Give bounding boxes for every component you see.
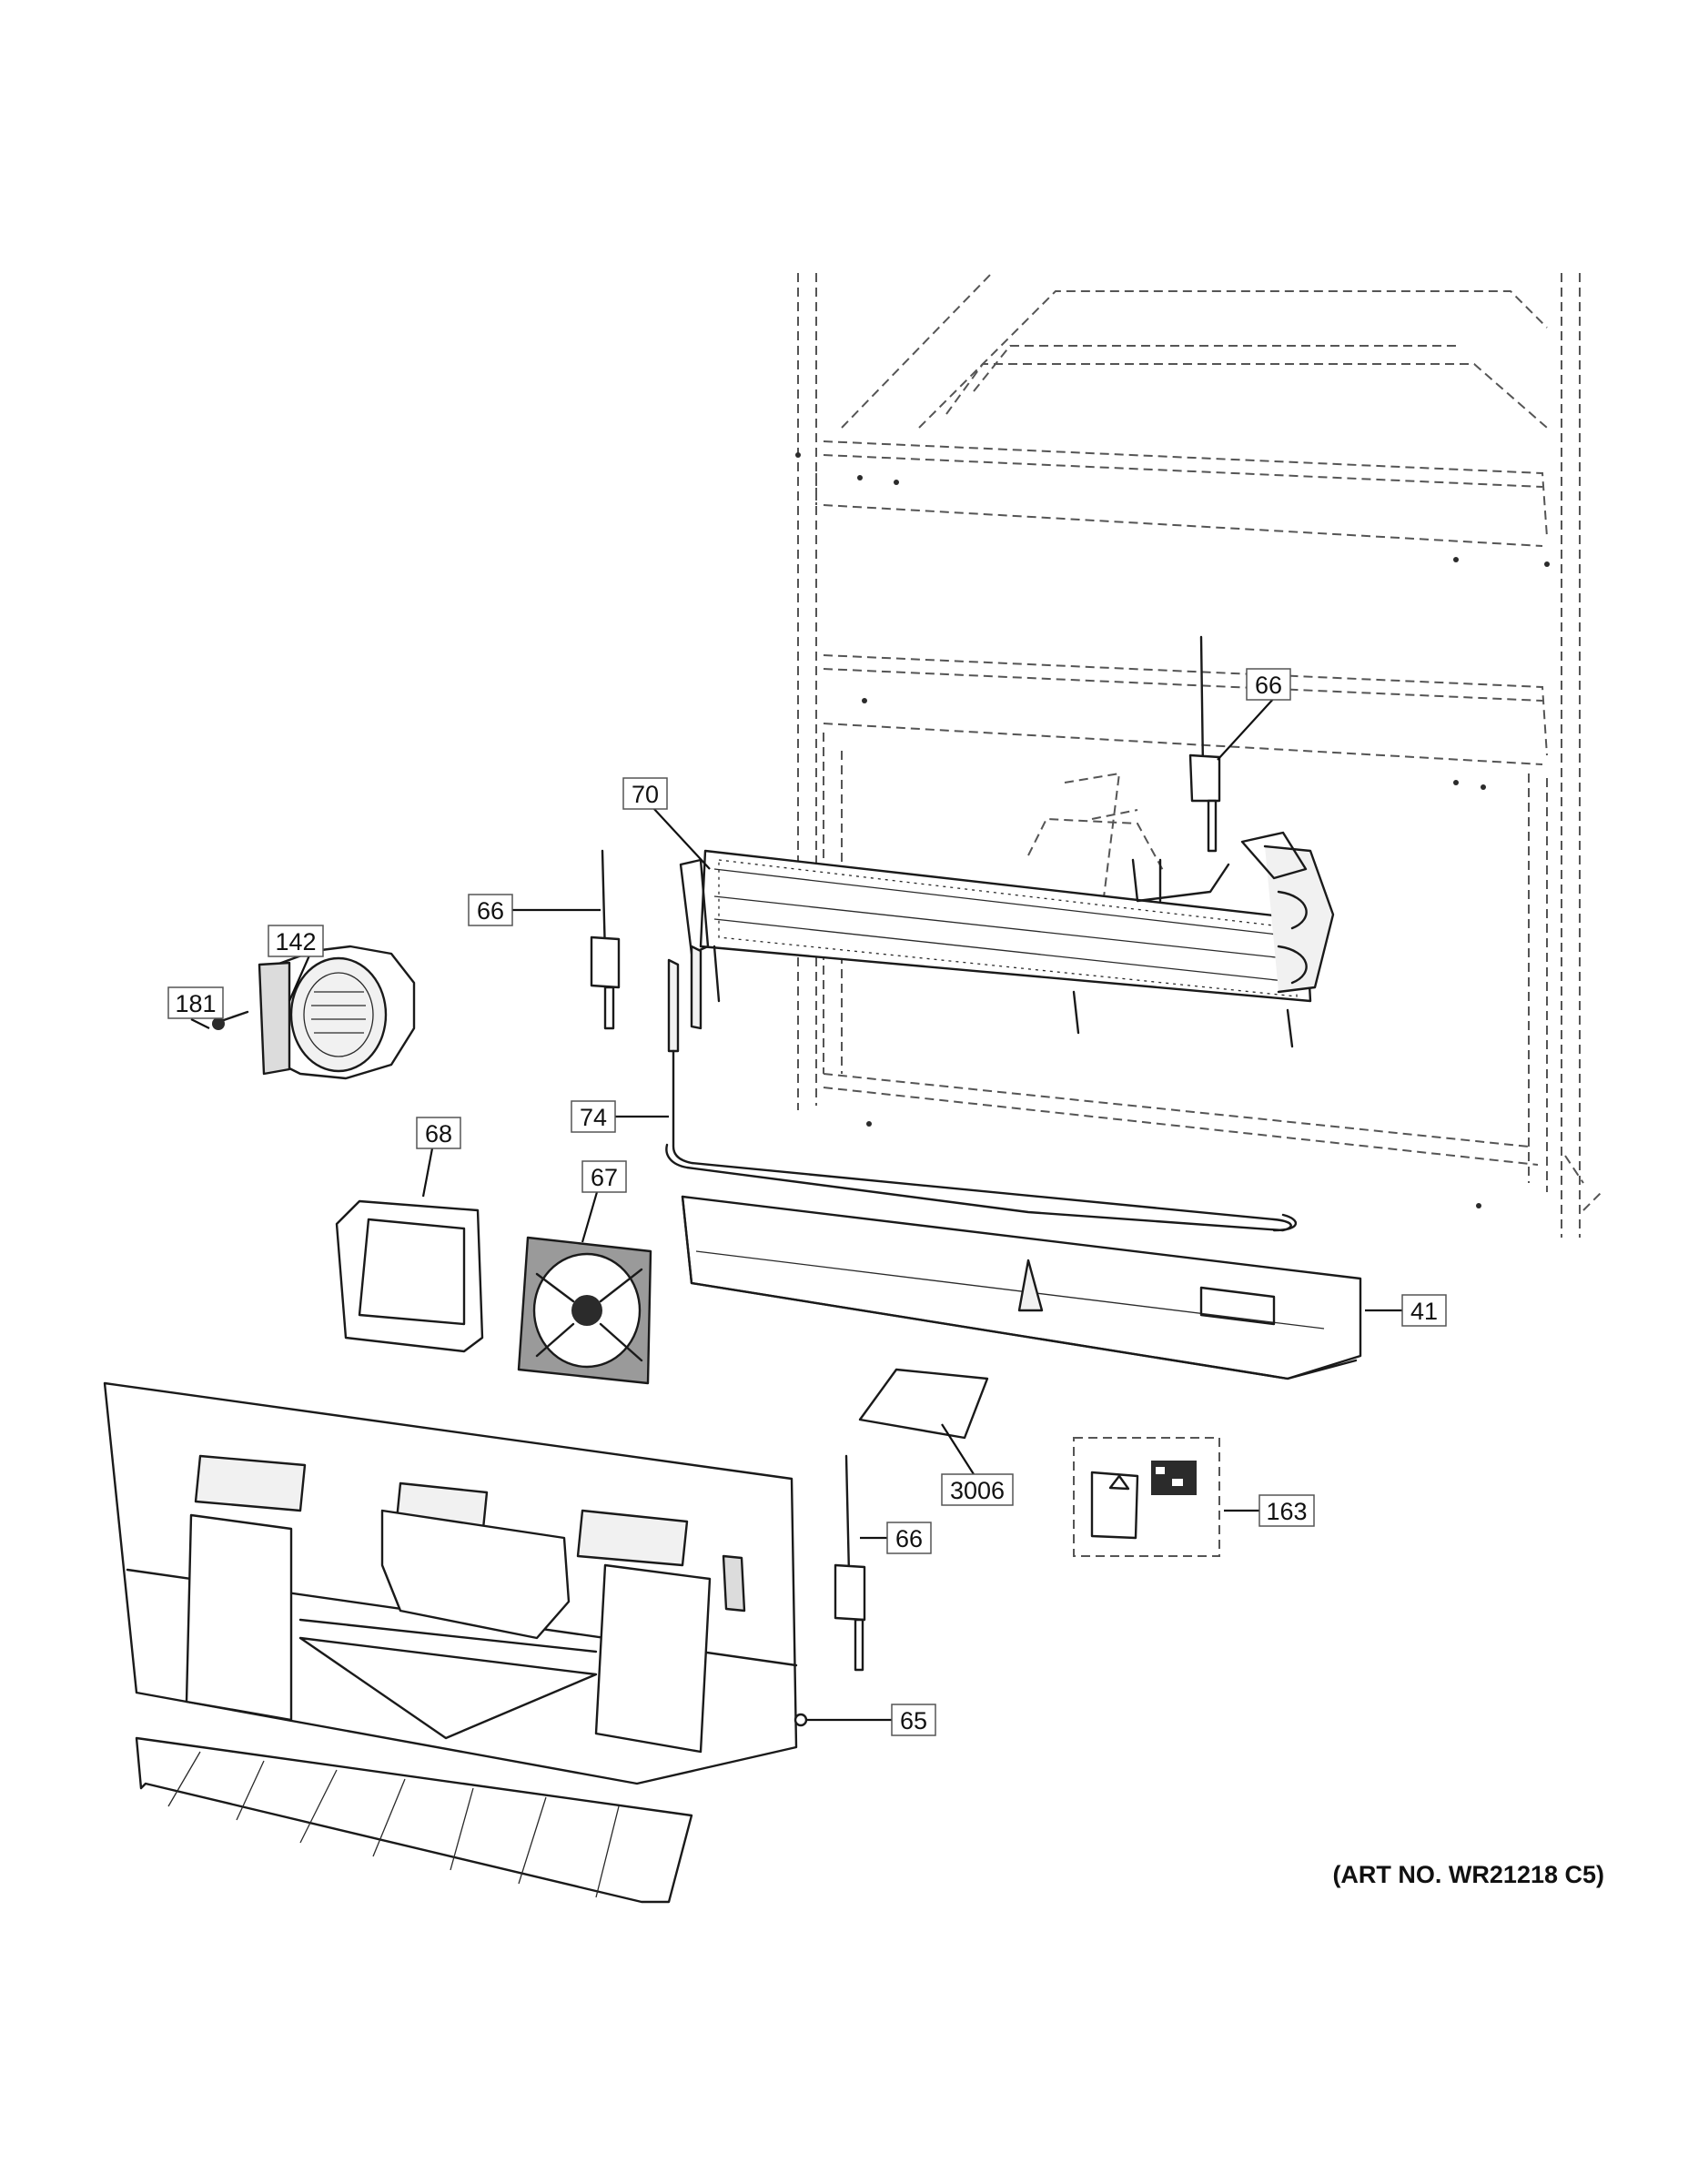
svg-text:66: 66 (477, 897, 504, 925)
evaporator-coil (679, 831, 1335, 1048)
callout-66-left: 66 (468, 894, 513, 926)
sensor-clip-top (1188, 635, 1221, 853)
defrost-heater (665, 945, 1297, 1232)
callout-66-bottom: 66 (886, 1522, 932, 1554)
svg-text:67: 67 (591, 1164, 618, 1191)
callout-181: 181 (167, 986, 224, 1019)
callout-68: 68 (416, 1117, 461, 1149)
svg-text:70: 70 (632, 781, 659, 808)
svg-text:68: 68 (425, 1120, 452, 1148)
svg-text:41: 41 (1410, 1298, 1438, 1325)
screw (212, 1010, 249, 1030)
callout-74: 74 (571, 1100, 616, 1133)
evaporator-cover (103, 1381, 798, 1904)
callout-66-top: 66 (1246, 668, 1291, 701)
sensor-clip-left (590, 849, 621, 1030)
svg-text:181: 181 (175, 990, 216, 1017)
svg-text:66: 66 (895, 1525, 923, 1552)
fan-gasket (335, 1199, 484, 1353)
svg-text:142: 142 (275, 928, 316, 956)
fan-housing (258, 945, 416, 1080)
evaporator-fan (517, 1236, 652, 1385)
cabinet-outline (795, 272, 1602, 1238)
drain-pan (681, 1195, 1362, 1380)
callout-67: 67 (581, 1160, 627, 1193)
callout-65: 65 (891, 1704, 936, 1736)
callout-163: 163 (1258, 1494, 1315, 1527)
sensor-clip-bottom (834, 1454, 866, 1672)
callout-41: 41 (1401, 1294, 1447, 1327)
callout-3006: 3006 (941, 1473, 1014, 1506)
insulation-pad (858, 1368, 989, 1440)
svg-text:74: 74 (580, 1104, 607, 1131)
callout-142: 142 (268, 925, 324, 957)
callout-70: 70 (622, 777, 668, 810)
svg-text:163: 163 (1266, 1498, 1307, 1525)
control-kit (1073, 1437, 1220, 1557)
leader-lines (190, 695, 1402, 1727)
svg-text:66: 66 (1255, 672, 1282, 699)
svg-text:3006: 3006 (950, 1477, 1005, 1504)
svg-text:65: 65 (900, 1707, 927, 1734)
art-number: (ART NO. WR21218 C5) (1332, 1861, 1604, 1888)
